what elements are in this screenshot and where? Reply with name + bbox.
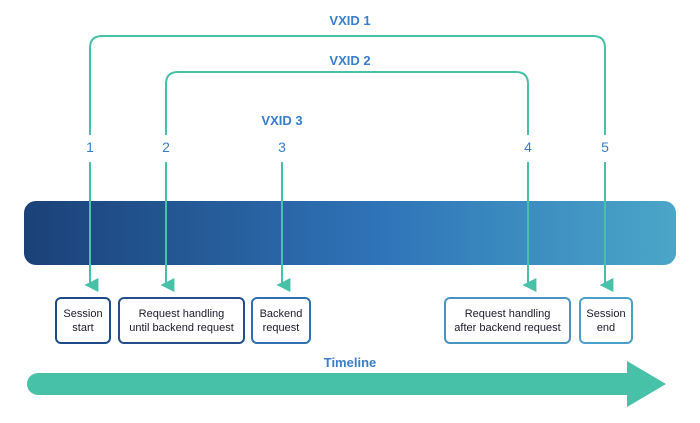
box-request-after-backend: Request handling after backend request xyxy=(444,297,571,344)
box-session-end-line1: Session xyxy=(586,307,626,320)
timeline-arrow xyxy=(27,361,666,407)
box-request-until-backend-line1: Request handling xyxy=(138,307,225,320)
box-request-after-backend-line2: after backend request xyxy=(454,321,561,334)
box-session-start: Session start xyxy=(55,297,111,344)
box-session-start-line2: start xyxy=(72,321,94,334)
box-backend-request: Backend request xyxy=(251,297,311,344)
box-session-end-line2: end xyxy=(596,321,616,334)
vxid2-bracket xyxy=(165,71,529,135)
box-backend-request-line1: Backend xyxy=(259,307,303,320)
box-backend-request-line2: request xyxy=(262,321,300,334)
session-bar xyxy=(24,201,676,265)
box-request-after-backend-line1: Request handling xyxy=(464,307,551,320)
marker-4: 4 xyxy=(524,139,532,155)
vxid2-label: VXID 2 xyxy=(329,53,370,68)
box-session-end: Session end xyxy=(579,297,633,344)
box-request-until-backend-line2: until backend request xyxy=(129,321,234,334)
box-session-start-line1: Session xyxy=(63,307,103,320)
marker-1: 1 xyxy=(86,139,94,155)
vxid1-label: VXID 1 xyxy=(329,13,370,28)
marker-3: 3 xyxy=(278,139,286,155)
box-request-until-backend: Request handling until backend request xyxy=(118,297,245,344)
marker-2: 2 xyxy=(162,139,170,155)
vxid3-label: VXID 3 xyxy=(261,113,302,128)
marker-5: 5 xyxy=(601,139,609,155)
timeline-label: Timeline xyxy=(324,355,377,370)
vxid1-bracket xyxy=(89,35,606,135)
